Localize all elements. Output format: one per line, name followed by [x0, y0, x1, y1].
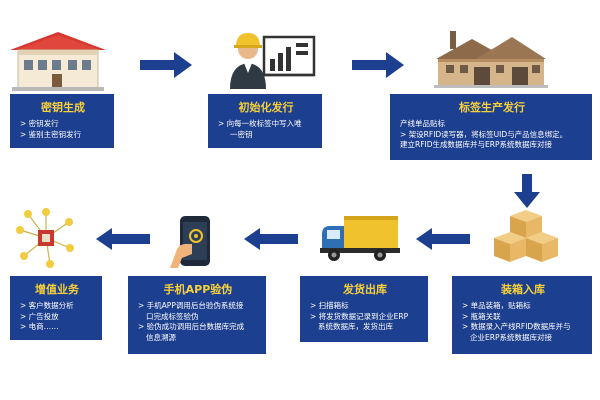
- boxes-icon: [488, 208, 568, 268]
- step-title: 增值业务: [35, 283, 79, 296]
- step-line: > 架设RFID读写器，将标签UID与产品信息绑定。: [400, 129, 568, 139]
- step-title: 手机APP验伪: [163, 283, 233, 296]
- step-line: > 手机APP调用后台验伪系统接: [138, 301, 244, 310]
- step-line: > 瓶箱关联: [462, 311, 501, 321]
- step-title: 密钥生成: [41, 101, 85, 114]
- step-line: > 客户数据分析: [20, 301, 74, 310]
- arrow-left-1: [416, 228, 470, 250]
- step-title: 标签生产发行: [459, 101, 525, 114]
- arrow-right-2: [352, 52, 404, 78]
- step-line: 一密钥: [230, 129, 253, 139]
- step-title: 发货出库: [343, 283, 387, 296]
- step-tag-production: 标签生产发行 产线单品贴标 > 架设RFID读写器，将标签UID与产品信息绑定。…: [390, 94, 592, 160]
- step-line: 系统数据库，发货出库: [318, 322, 393, 331]
- step-packing-storage: 装箱入库 > 单品装箱，贴箱标 > 瓶箱关联 > 数据录入产线RFID数据库并与…: [452, 276, 592, 354]
- truck-icon: [318, 212, 402, 264]
- step-line: > 向每一枚标签中写入唯: [218, 119, 302, 128]
- step-line: > 广告投放: [20, 311, 59, 321]
- step-line: 产线单品贴标: [400, 119, 445, 128]
- step-line: > 电商……: [20, 322, 59, 331]
- step-line: > 数据录入产线RFID数据库并与: [462, 322, 571, 331]
- step-line: > 验伪成功调用后台数据库完成: [138, 322, 245, 331]
- step-line: > 鉴别主密钥发行: [20, 129, 82, 139]
- step-line: > 单品装箱，贴箱标: [462, 301, 531, 310]
- step-line: > 将发货数据记录到企业ERP: [310, 311, 409, 321]
- arrow-left-3: [96, 228, 150, 250]
- factory-icon: [432, 25, 550, 89]
- step-shipping: 发货出库 > 扫描箱标 > 将发货数据记录到企业ERP 系统数据库，发货出库: [300, 276, 428, 342]
- engineer-icon: [224, 25, 320, 91]
- step-line: 建立RFID生成数据库并与ERP系统数据库对接: [400, 140, 552, 149]
- step-line: 信息溯源: [146, 332, 176, 342]
- step-line: 口完成标签验伪: [146, 311, 199, 321]
- phone-icon: [168, 214, 222, 270]
- arrow-down: [514, 174, 540, 208]
- step-app-verification: 手机APP验伪 > 手机APP调用后台验伪系统接 口完成标签验伪 > 验伪成功调…: [128, 276, 266, 354]
- step-value-added: 增值业务 > 客户数据分析 > 广告投放 > 电商……: [10, 276, 102, 340]
- step-title: 装箱入库: [501, 283, 545, 296]
- step-line: > 密钥发行: [20, 119, 59, 128]
- arrow-right-1: [140, 52, 192, 78]
- step-line: > 扫描箱标: [310, 301, 349, 310]
- step-key-generation: 密钥生成 > 密钥发行 > 鉴别主密钥发行: [10, 94, 114, 148]
- arrow-left-2: [244, 228, 298, 250]
- chip-network-icon: [14, 206, 78, 270]
- step-initialization: 初始化发行 > 向每一枚标签中写入唯 一密钥: [208, 94, 322, 148]
- step-title: 初始化发行: [238, 101, 294, 114]
- house-icon: [8, 30, 108, 92]
- step-line: 企业ERP系统数据库对接: [470, 332, 552, 342]
